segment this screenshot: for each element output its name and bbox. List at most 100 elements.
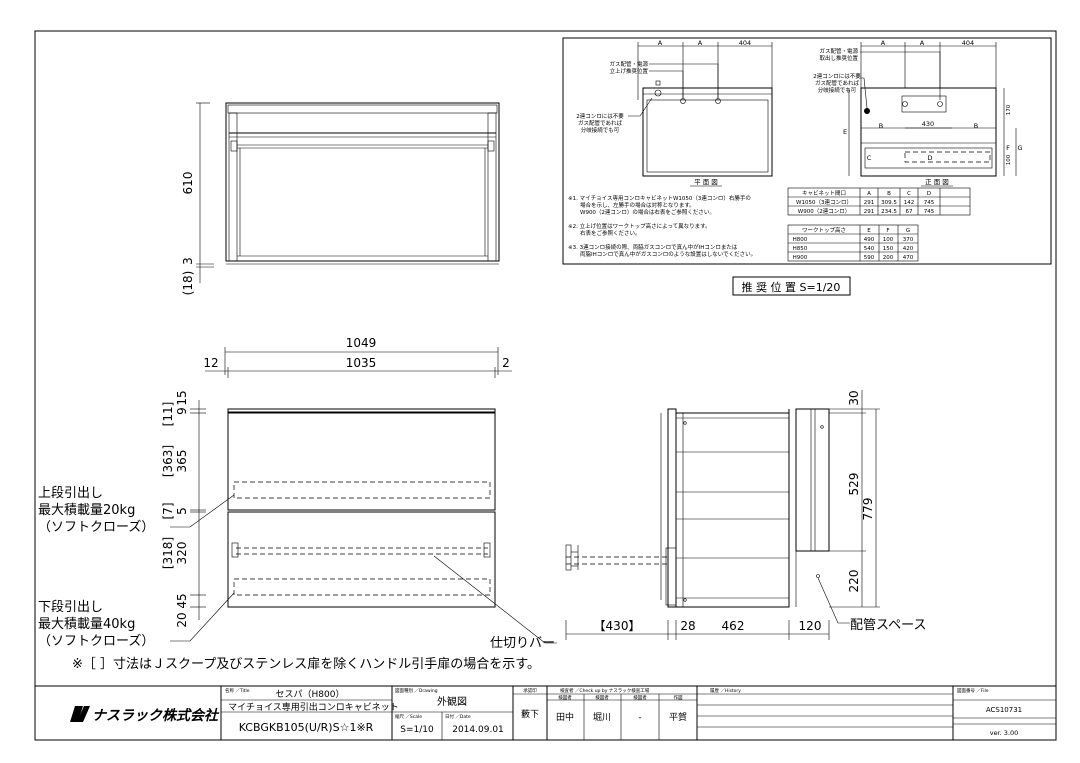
svg-text:H900: H900 (793, 255, 808, 261)
piping-space-label: 配管スペース (850, 618, 926, 633)
svg-text:最大積載量20kg: 最大積載量20kg (38, 503, 135, 518)
svg-text:420: 420 (903, 246, 914, 252)
svg-text:両脇IHコンロで真ん中がガスコンロのような設置はしないでくだ: 両脇IHコンロで真ん中がガスコンロのような設置はしないでください。 (580, 250, 756, 258)
svg-text:745: 745 (924, 209, 935, 215)
svg-text:※3. 3連コンロ接続の際、両脇ガスコンロで真ん中がIHコン: ※3. 3連コンロ接続の際、両脇ガスコンロで真ん中がIHコンロまたは (568, 243, 738, 251)
checker-3: - (638, 713, 641, 723)
svg-text:[7]: [7] (161, 503, 175, 520)
svg-text:9: 9 (175, 407, 189, 415)
svg-text:590: 590 (864, 255, 875, 261)
svg-text:作図: 作図 (674, 694, 683, 701)
product-subtitle: マイチョイス専用引出コンロキャビネット (228, 701, 399, 713)
svg-text:W900（2連コンロ）: W900（2連コンロ） (798, 207, 850, 215)
svg-text:A: A (698, 39, 703, 47)
svg-text:履歴 ／History: 履歴 ／History (710, 688, 741, 694)
svg-text:右表をご参照ください。: 右表をご参照ください。 (580, 229, 641, 237)
svg-text:E: E (867, 228, 871, 234)
svg-text:立上げ推奨位置: 立上げ推奨位置 (609, 67, 648, 75)
dim-12: 12 (203, 356, 218, 370)
svg-text:B: B (879, 122, 883, 130)
svg-text:100: 100 (1006, 154, 1012, 165)
svg-text:142: 142 (904, 200, 915, 206)
svg-text:キャビネット間口: キャビネット間口 (802, 189, 846, 197)
worktop-height-table: ワークトップ高さ E F G H800 490 100 370 H850 540… (787, 224, 919, 262)
drafter: 平賀 (669, 711, 687, 723)
svg-text:170: 170 (1006, 104, 1012, 115)
svg-text:A: A (867, 191, 871, 197)
svg-text:404: 404 (739, 39, 751, 47)
svg-text:67: 67 (906, 209, 913, 215)
svg-text:404: 404 (962, 39, 974, 47)
drawing-type: 外観図 (437, 695, 467, 708)
inset-notes: ※1. マイチョイス専用コンロキャビネットW1050（3連コンロ）右勝手の 場合… (568, 194, 756, 258)
drawing-scale: S=1/10 (400, 725, 434, 735)
svg-text:ワークトップ高さ: ワークトップ高さ (802, 226, 846, 234)
svg-text:[11]: [11] (161, 402, 175, 427)
svg-text:場合を示し、左勝手の場合は対称となります。: 場合を示し、左勝手の場合は対称となります。 (580, 201, 695, 209)
svg-text:承認印: 承認印 (523, 687, 537, 694)
svg-text:ガス配管・電源: ガス配管・電源 (609, 60, 648, 68)
svg-text:A: A (920, 39, 925, 47)
svg-text:分岐接続でも可: 分岐接続でも可 (818, 86, 857, 94)
svg-text:F: F (1006, 144, 1010, 152)
svg-text:C: C (907, 191, 911, 197)
svg-text:（ソフトクローズ）: （ソフトクローズ） (38, 633, 154, 649)
company-logo (70, 706, 90, 722)
front-view: 1049 1035 12 2 15 9 365 5 320 45 20 [11]… (38, 336, 557, 651)
svg-text:縮尺 ／Scale: 縮尺 ／Scale (395, 713, 422, 720)
svg-text:正 面 図: 正 面 図 (925, 178, 949, 186)
svg-text:図面番号 ／File: 図面番号 ／File (957, 687, 989, 694)
svg-text:平 面 図: 平 面 図 (694, 178, 718, 186)
dim-18: (18) (181, 271, 195, 296)
svg-text:779: 779 (861, 498, 875, 521)
svg-text:745: 745 (924, 200, 935, 206)
svg-text:309.5: 309.5 (881, 200, 897, 206)
svg-text:234.5: 234.5 (881, 209, 897, 215)
svg-text:※2. 立上げ位置はワークトップ高さによって異なります。: ※2. 立上げ位置はワークトップ高さによって異なります。 (568, 222, 711, 230)
sheet-border (34, 30, 1057, 741)
svg-text:D: D (927, 191, 931, 197)
inset-front-view: A A 404 430 B B C D E F G 170 100 (813, 39, 1023, 187)
dim-1049: 1049 (346, 336, 377, 350)
svg-text:120: 120 (799, 619, 822, 633)
svg-text:100: 100 (883, 237, 894, 243)
svg-text:365: 365 (175, 450, 189, 473)
svg-text:E: E (843, 128, 847, 136)
svg-text:200: 200 (883, 255, 894, 261)
svg-text:ガス配管であれば: ガス配管であれば (815, 79, 859, 87)
svg-text:150: 150 (883, 246, 894, 252)
svg-text:291: 291 (864, 209, 875, 215)
svg-text:20: 20 (175, 612, 189, 627)
svg-text:※1. マイチョイス専用コンロキャビネットW1050（3連コ: ※1. マイチョイス専用コンロキャビネットW1050（3連コンロ）右勝手の (568, 194, 751, 202)
svg-text:529: 529 (847, 473, 861, 496)
svg-text:H850: H850 (793, 246, 808, 252)
svg-text:A: A (658, 39, 663, 47)
svg-text:検査者 ／Check up by ナスラック検査工場: 検査者 ／Check up by ナスラック検査工場 (560, 687, 650, 694)
inset-plan-view: A A 404 ガス配管・電源 立上げ推奨位置 2連コンロには不要 ガス配管であ… (576, 39, 773, 187)
svg-text:540: 540 (864, 246, 875, 252)
lower-drawer-label: 下段引出し (38, 600, 103, 615)
dim-2: 2 (502, 356, 510, 370)
recommended-position-inset: A A 404 ガス配管・電源 立上げ推奨位置 2連コンロには不要 ガス配管であ… (562, 37, 1052, 265)
inset-caption: 推 奨 位 置 S=1/20 (742, 280, 841, 294)
svg-text:370: 370 (903, 237, 914, 243)
checker-1: 田中 (556, 711, 574, 723)
checker-2: 堀川 (593, 712, 611, 723)
svg-text:ガス配管であれば: ガス配管であれば (578, 119, 622, 127)
svg-text:5: 5 (175, 507, 189, 515)
svg-text:図面種別 ／Drawing: 図面種別 ／Drawing (395, 687, 438, 694)
svg-text:H800: H800 (793, 237, 808, 243)
svg-text:検図者: 検図者 (633, 694, 647, 701)
side-view: 【430】 28 462 120 30 529 220 779 配管スペース (565, 390, 926, 640)
svg-text:45: 45 (175, 593, 189, 608)
svg-text:320: 320 (175, 542, 189, 565)
svg-text:C: C (867, 154, 872, 162)
svg-text:取出し推奨位置: 取出し推奨位置 (819, 54, 858, 62)
svg-text:日付 ／Date: 日付 ／Date (445, 713, 471, 720)
bracket-dimension-note: ※［ ］寸法はＪスクープ及びステンレス扉を除くハンドル引手扉の場合を示す。 (72, 656, 540, 672)
svg-text:291: 291 (864, 200, 875, 206)
svg-text:検図者: 検図者 (558, 694, 572, 701)
svg-text:G: G (1017, 144, 1022, 152)
svg-text:2連コンロには不要: 2連コンロには不要 (576, 112, 624, 120)
